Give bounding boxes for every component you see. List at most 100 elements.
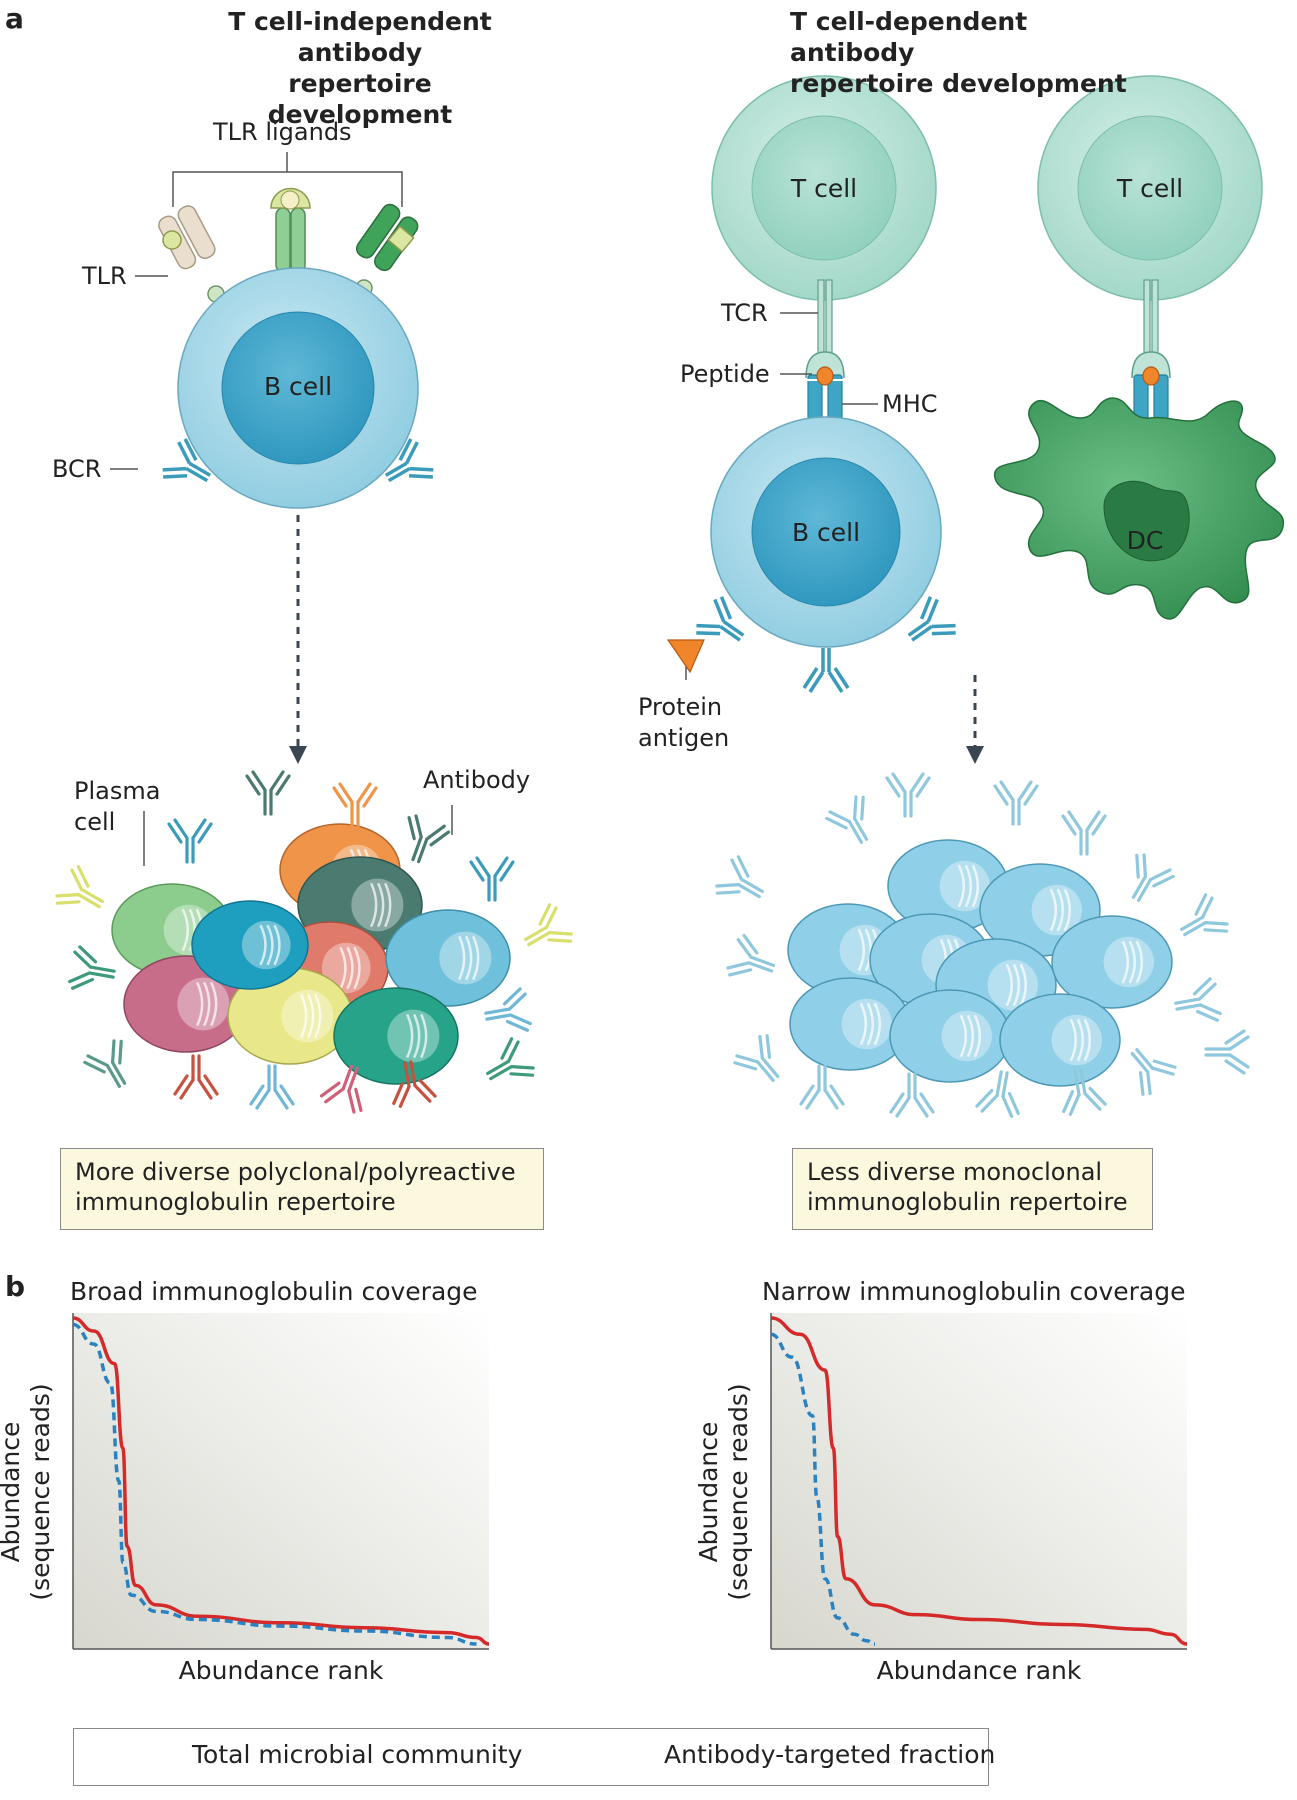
t-cell-2-label: T cell [1116, 174, 1184, 203]
peptide [816, 366, 834, 386]
antibody-fraction-line-narrow [770, 1332, 876, 1646]
left-title-line-2: repertoire development [267, 69, 453, 129]
plasma-cell-line-1: Plasma [74, 777, 161, 805]
antibody-right-16 [1204, 1029, 1250, 1075]
antibody-right-3 [1061, 810, 1107, 856]
left-summary-box: More diverse polyclonal/polyreactive imm… [60, 1148, 544, 1230]
right-title-line-2: repertoire development [790, 69, 1127, 98]
y-axis-label-narrow: Abundance (sequence reads) [694, 1372, 758, 1612]
plasma-cell-right-9 [999, 993, 1121, 1087]
plasma-cell-right-7 [789, 977, 911, 1071]
antibody-left-11 [486, 1037, 535, 1081]
y-axis-line-1-broad: Abundance [0, 1421, 25, 1563]
plot-title-narrow: Narrow immunoglobulin coverage [762, 1277, 1186, 1306]
tcr-mhc-complex-2 [1131, 279, 1171, 434]
antibody-left-13 [249, 1064, 295, 1110]
antibody-left-14 [319, 1064, 363, 1114]
plot-title-broad: Broad immunoglobulin coverage [70, 1277, 478, 1306]
antibody-fraction-line-broad [72, 1322, 477, 1646]
b-cell-left-label: B cell [263, 372, 333, 401]
antibody-right-7 [1180, 893, 1229, 937]
antibody-right-4 [825, 795, 869, 844]
t-cell-1-label: T cell [790, 174, 858, 203]
peptide-label: Peptide [680, 360, 770, 388]
left-column-title: T cell-independent antibody repertoire d… [195, 6, 525, 130]
b-cell-right [710, 416, 942, 648]
right-column-title: T cell-dependent antibody repertoire dev… [790, 6, 1130, 99]
antibody-left-1 [245, 770, 291, 816]
antibody-left-15 [392, 1060, 437, 1108]
right-summary-box: Less diverse monoclonal immunoglobulin r… [792, 1148, 1153, 1230]
protein-antigen-line-2: antigen [638, 724, 730, 752]
plasma-cell-cluster-left [111, 823, 511, 1085]
y-axis-label-broad: Abundance (sequence reads) [0, 1372, 60, 1612]
panel-a-letter: a [5, 2, 24, 35]
antibody-right-2 [993, 780, 1039, 826]
plasma-cell-right-1 [887, 839, 1009, 933]
antibodies-right [715, 772, 1250, 1118]
protein-antigen-label: Protein antigen [638, 692, 729, 754]
tlr-ligands-label: TLR ligands [213, 118, 352, 146]
plot-area-broad [73, 1313, 489, 1649]
y-axis-line-2-broad: (sequence reads) [26, 1383, 55, 1601]
antibody-left-4 [167, 818, 213, 864]
protein-antigen-line-1: Protein [638, 693, 723, 721]
left-summary-line-2: immunoglobulin repertoire [75, 1188, 396, 1216]
left-leader-lines [110, 275, 168, 470]
antibody-right-6 [1131, 853, 1175, 902]
total-community-line-narrow [770, 1316, 1188, 1646]
right-summary-line-1: Less diverse monoclonal [807, 1158, 1103, 1186]
plasma-cell-cluster-right [787, 839, 1173, 1087]
plasma-cell-left-5 [385, 909, 511, 1007]
plasma-cell-line-2: cell [74, 808, 116, 836]
antibody-right-15 [1130, 1048, 1177, 1096]
dendritic-cell [994, 397, 1285, 620]
panel-b-letter: b [5, 1270, 26, 1303]
plot-area-narrow [771, 1313, 1187, 1649]
antibody-right-10 [733, 1034, 780, 1082]
plasma-cell-right-8 [889, 989, 1011, 1083]
mhc-label: MHC [882, 390, 938, 418]
antibody-left-8 [68, 945, 116, 990]
plasma-cell-left-9 [191, 900, 309, 990]
bcr-label: BCR [52, 455, 102, 483]
antibody-left-2 [332, 782, 378, 828]
b-cell-left [177, 267, 419, 509]
tlr-label: TLR [82, 262, 127, 290]
x-axis-label-narrow: Abundance rank [876, 1656, 1082, 1685]
antibody-right-1 [885, 772, 931, 818]
antibody-left-5 [55, 865, 104, 909]
antibody-left-12 [173, 1054, 219, 1100]
x-axis-label-broad: Abundance rank [178, 1656, 384, 1685]
antibody-right-13 [975, 1070, 1020, 1118]
antibody-left-6 [469, 856, 515, 902]
antibody-right-8 [726, 933, 776, 977]
plasma-cell-left-8 [333, 987, 459, 1085]
b-cell-right-label: B cell [791, 518, 861, 547]
antibody-left-3 [407, 814, 451, 864]
total-community-line-broad [72, 1316, 490, 1646]
legend-antibody-label: Antibody-targeted fraction [664, 1740, 996, 1769]
y-axis-line-2-narrow: (sequence reads) [724, 1383, 753, 1601]
left-title-line-1: T cell-independent antibody [228, 7, 492, 67]
legend [73, 1728, 989, 1786]
right-title-line-1: T cell-dependent antibody [790, 7, 1028, 67]
tcr-mhc-complex-1 [805, 279, 845, 434]
dc-label: DC [1126, 526, 1164, 555]
left-summary-line-1: More diverse polyclonal/polyreactive [75, 1158, 516, 1186]
right-summary-line-2: immunoglobulin repertoire [807, 1188, 1128, 1216]
antibody-right-14 [1062, 1068, 1107, 1116]
tcr-label: TCR [721, 299, 768, 327]
t-cell-2 [1037, 75, 1263, 301]
tlr-ligand-bracket [172, 152, 403, 207]
antibody-label: Antibody [423, 766, 531, 794]
antibody-left-10 [83, 1039, 127, 1088]
plasma-cell-right-6 [1051, 915, 1173, 1009]
legend-total-label: Total microbial community [192, 1740, 523, 1769]
plasma-cell-label: Plasma cell [74, 776, 160, 838]
y-axis-line-1-narrow: Abundance [694, 1421, 723, 1563]
protein-antigen [666, 639, 705, 674]
antibody-left-9 [484, 987, 532, 1032]
antibody-right-12 [889, 1072, 935, 1118]
